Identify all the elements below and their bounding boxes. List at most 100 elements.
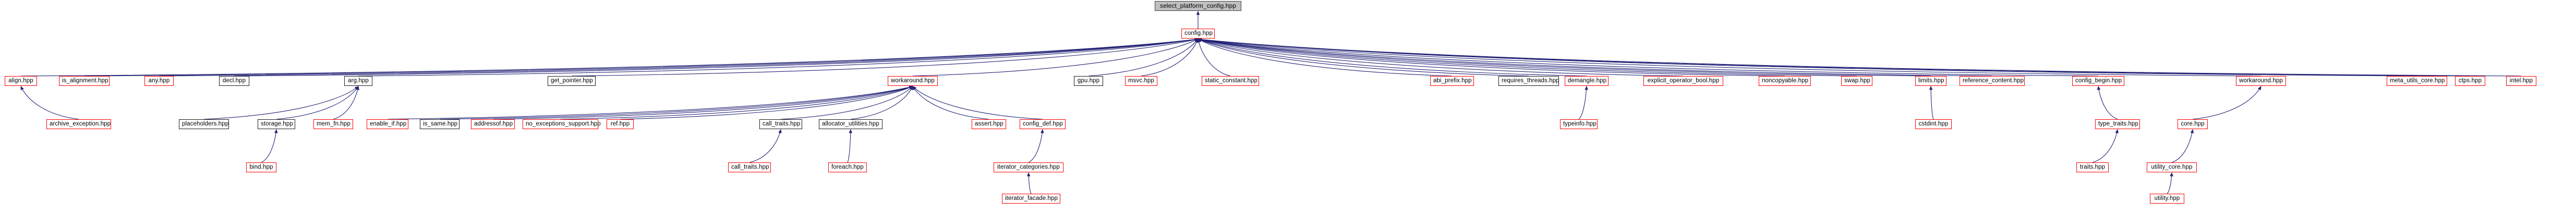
graph-node-label: type_traits.hpp [2098, 121, 2138, 127]
graph-edge [234, 37, 1199, 77]
graph-edge [1197, 39, 1529, 77]
graph-node[interactable]: explicit_operator_bool.hpp [1643, 76, 1723, 86]
graph-edge [912, 86, 989, 120]
graph-edge [1197, 37, 1992, 77]
graph-edge [1028, 129, 1044, 163]
graph-node[interactable]: select_platform_config.hpp [1155, 1, 1241, 11]
graph-node[interactable]: mem_fn.hpp [313, 119, 353, 129]
graph-edge [261, 129, 278, 163]
graph-edge [276, 86, 359, 120]
graph-node[interactable]: typeinfo.hpp [1560, 119, 1598, 129]
graph-node[interactable]: utility.hpp [2150, 194, 2184, 204]
graph-node[interactable]: call_traits.hpp [728, 162, 771, 172]
graph-node[interactable]: ref.hpp [607, 119, 634, 129]
graph-node[interactable]: utility_core.hpp [2147, 162, 2197, 172]
graph-node[interactable]: config.hpp [1181, 29, 1215, 39]
graph-edge [847, 129, 853, 163]
graph-node[interactable]: foreach.hpp [828, 162, 867, 172]
graph-node-label: traits.hpp [2079, 164, 2106, 170]
graph-node[interactable]: archive_exception.hpp [46, 119, 111, 129]
graph-node-label: is_same.hpp [423, 121, 458, 127]
graph-node[interactable]: workaround.hpp [2236, 76, 2286, 86]
graph-node-label: explicit_operator_bool.hpp [1647, 78, 1720, 84]
graph-node[interactable]: arg.hpp [344, 76, 372, 86]
graph-node[interactable]: bind.hpp [246, 162, 276, 172]
graph-node[interactable]: is_alignment.hpp [59, 76, 110, 86]
graph-node-label: no_exceptions_support.hpp [526, 121, 601, 127]
graph-node-label: addressof.hpp [474, 121, 513, 127]
graph-node[interactable]: demangle.hpp [1565, 76, 1609, 86]
graph-node[interactable]: no_exceptions_support.hpp [523, 119, 601, 129]
graph-node[interactable]: is_same.hpp [420, 119, 459, 129]
graph-node-label: get_pointer.hpp [551, 78, 593, 84]
graph-edge [2192, 86, 2261, 120]
graph-node-label: ref.hpp [610, 121, 630, 127]
graph-node-label: requires_threads.hpp [1502, 78, 1559, 84]
graph-node-label: typeinfo.hpp [1563, 121, 1597, 127]
graph-node[interactable]: core.hpp [2178, 119, 2208, 129]
graph-node[interactable]: iterator_categories.hpp [994, 162, 1063, 172]
graph-node-label: demangle.hpp [1568, 78, 1607, 84]
graph-node[interactable]: noncopyable.hpp [1759, 76, 1811, 86]
graph-node[interactable]: iterator_facade.hpp [1002, 194, 1060, 204]
graph-node[interactable]: reference_content.hpp [1960, 76, 2025, 86]
graph-node[interactable]: traits.hpp [2076, 162, 2109, 172]
graph-node[interactable]: storage.hpp [258, 119, 295, 129]
graph-node[interactable]: cstdint.hpp [1915, 119, 1952, 129]
graph-edge [84, 37, 1199, 77]
graph-edge [1026, 172, 1032, 194]
graph-node[interactable]: intel.hpp [2506, 76, 2536, 86]
graph-edge [749, 129, 782, 163]
graph-node-label: config_begin.hpp [2075, 78, 2122, 84]
graph-node-label: bind.hpp [249, 164, 273, 170]
graph-node[interactable]: abi_prefix.hpp [1430, 76, 1474, 86]
graph-edge [1197, 37, 2261, 77]
graph-edge [560, 86, 914, 120]
graph-edge [20, 86, 79, 120]
graph-node[interactable]: get_pointer.hpp [548, 76, 596, 86]
graph-node[interactable]: decl.hpp [219, 76, 249, 86]
graph-node[interactable]: call_traits.hpp [759, 119, 802, 129]
graph-node-label: call_traits.hpp [763, 121, 801, 127]
graph-edge [1197, 37, 2522, 77]
graph-node[interactable]: meta_utils_core.hpp [2387, 76, 2447, 86]
graph-node-label: archive_exception.hpp [50, 121, 111, 127]
graph-node[interactable]: allocator_utilities.hpp [819, 119, 882, 129]
graph-edge [492, 85, 914, 120]
graph-node[interactable]: limits.hpp [1915, 76, 1946, 86]
graph-edge [780, 86, 913, 120]
graph-edge [1197, 38, 1231, 77]
graph-node[interactable]: config_def.hpp [1020, 119, 1066, 129]
graph-node[interactable]: placeholders.hpp [179, 119, 229, 129]
graph-node[interactable]: any.hpp [144, 76, 174, 86]
graph-edge [1929, 85, 1934, 120]
graph-node[interactable]: ctps.hpp [2455, 76, 2485, 86]
graph-node-label: mem_fn.hpp [317, 121, 350, 127]
graph-node[interactable]: assert.hpp [972, 119, 1006, 129]
graph-edge [1197, 38, 1785, 77]
graph-node[interactable]: config_begin.hpp [2072, 76, 2124, 86]
graph-node[interactable]: enable_if.hpp [367, 119, 408, 129]
graph-edge [1197, 37, 2471, 77]
graph-node-label: config_def.hpp [1023, 121, 1063, 127]
graph-node[interactable]: type_traits.hpp [2095, 119, 2140, 129]
graph-node-label: enable_if.hpp [370, 121, 407, 127]
graph-node-label: is_alignment.hpp [62, 78, 108, 84]
graph-node[interactable]: align.hpp [5, 76, 37, 86]
graph-node-label: workaround.hpp [2239, 78, 2283, 84]
graph-node-label: meta_utils_core.hpp [2390, 78, 2445, 84]
graph-node[interactable]: addressof.hpp [471, 119, 515, 129]
graph-node[interactable]: static_constant.hpp [1202, 76, 1259, 86]
graph-node[interactable]: workaround.hpp [888, 76, 938, 86]
graph-node[interactable]: msvc.hpp [1125, 76, 1157, 86]
graph-node[interactable]: swap.hpp [1841, 76, 1872, 86]
graph-edge [2092, 129, 2119, 163]
graph-node-label: intel.hpp [2509, 78, 2533, 84]
graph-node-label: ctps.hpp [2458, 78, 2482, 84]
graph-node[interactable]: gpu.hpp [1074, 76, 1103, 86]
graph-node[interactable]: requires_threads.hpp [1498, 76, 1559, 86]
graph-edge [1088, 39, 1199, 77]
graph-node-label: noncopyable.hpp [1762, 78, 1809, 84]
